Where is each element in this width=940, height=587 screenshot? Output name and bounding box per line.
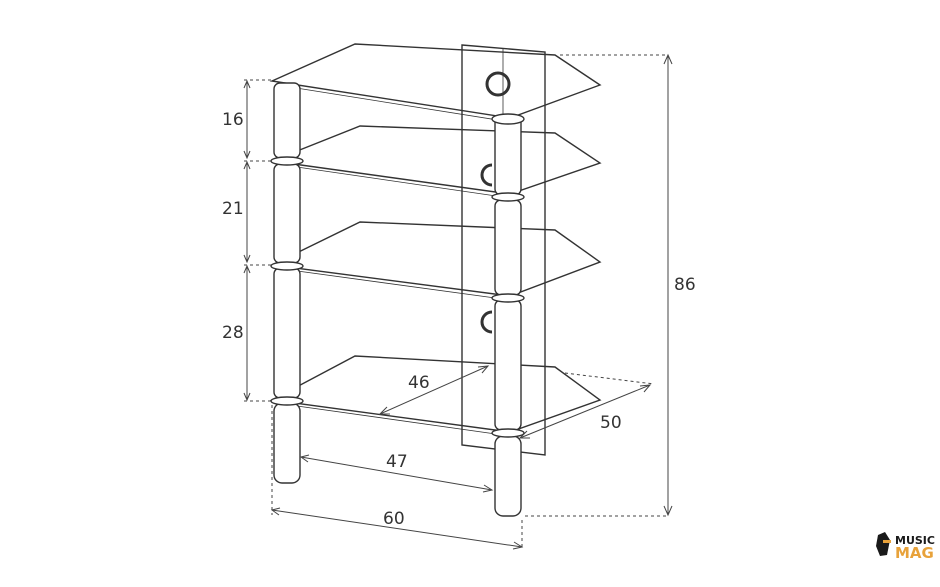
cable-hole [485,71,511,97]
inner-depth-label: 46 [408,373,430,393]
glass-shelf-bottom [269,355,602,437]
inner-width-label: 47 [386,452,408,472]
gap-3-label: 28 [222,323,244,343]
right-pole [491,113,525,517]
logo-line1: MUSIC [895,534,935,547]
glass-shelf-top [269,43,602,123]
height-label: 86 [674,275,696,295]
glass-shelf-2 [269,125,602,199]
inner-width-dimension [299,454,494,493]
cable-hole [480,163,493,187]
musicmag-logo: MUSIC MAG [876,532,935,562]
outer-width-label: 60 [383,509,405,529]
inner-depth-dimension [378,365,490,415]
outer-depth-label: 50 [600,413,622,433]
glass-shelf-3 [269,221,602,301]
shelf-gap-dimensions [243,79,272,402]
cable-hole [480,310,493,334]
left-pole [270,82,304,484]
outer-depth-dimension [518,372,655,439]
height-dimension [525,53,673,517]
gap-2-label: 21 [222,199,244,219]
gap-1-label: 16 [222,110,244,130]
outer-width-dimension [270,405,524,550]
logo-line2: MAG [895,544,934,562]
